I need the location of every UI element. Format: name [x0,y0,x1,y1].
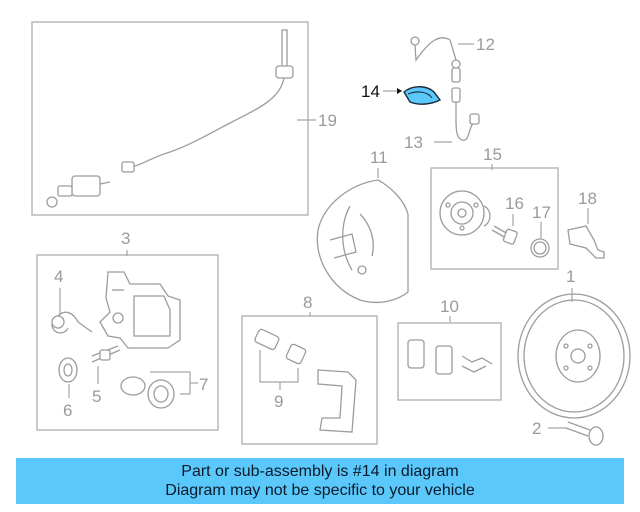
callout-14: 14 [361,82,380,101]
callout-16: 16 [505,194,524,213]
part-2-rotor-screw[interactable] [565,421,604,446]
callout-19: 19 [318,111,337,130]
part-1-brake-rotor[interactable] [517,293,631,419]
group-box-19 [31,21,309,216]
callout-8: 8 [303,293,312,312]
callout-17: 17 [532,203,551,222]
part-7-piston-seal[interactable] [120,376,175,409]
banner-line-2: Diagram may not be specific to your vehi… [165,482,475,499]
group-box-15 [430,167,559,270]
part-9-guide-pins[interactable] [254,328,307,365]
callout-11: 11 [370,148,388,167]
callout-9: 9 [274,392,283,411]
info-banner: Part or sub-assembly is #14 in diagram D… [16,458,624,504]
part-14-bracket[interactable] [403,86,442,105]
part-15-hub[interactable] [439,190,491,236]
part-8-caliper-bracket[interactable] [317,369,357,433]
callout-15: 15 [483,145,502,164]
part-17-dust-cap[interactable] [530,238,550,258]
part-19-speed-sensor-cable[interactable] [46,29,294,208]
callout-7: 7 [199,375,208,394]
callout-12: 12 [476,35,495,54]
part-3-caliper[interactable] [99,271,181,349]
part-16-bolt[interactable] [491,225,518,245]
callout-13: 13 [404,133,423,152]
part-5-bleeder[interactable] [91,345,121,363]
part-4-spring-clip[interactable] [51,311,93,334]
callout-3: 3 [121,229,130,248]
part-6-boot[interactable] [58,357,78,383]
callout-2: 2 [532,419,541,438]
callout-5: 5 [92,387,101,406]
part-18-sensor[interactable] [567,225,605,259]
part-13-brake-line[interactable] [451,87,480,141]
arrow-head-14 [397,88,402,94]
callout-10: 10 [440,297,459,316]
callout-6: 6 [63,401,72,420]
part-11-backing-plate[interactable] [316,179,409,304]
group-box-10 [397,322,502,401]
parts-diagram: 19 12 14 13 11 15 [31,21,631,446]
callout-4: 4 [54,267,63,286]
part-10-brake-pads[interactable] [407,339,493,375]
callout-1: 1 [566,267,575,286]
leader-9 [259,350,299,383]
callout-18: 18 [578,189,597,208]
banner-line-1: Part or sub-assembly is #14 in diagram [181,463,459,480]
part-12-brake-hose[interactable] [410,36,461,83]
